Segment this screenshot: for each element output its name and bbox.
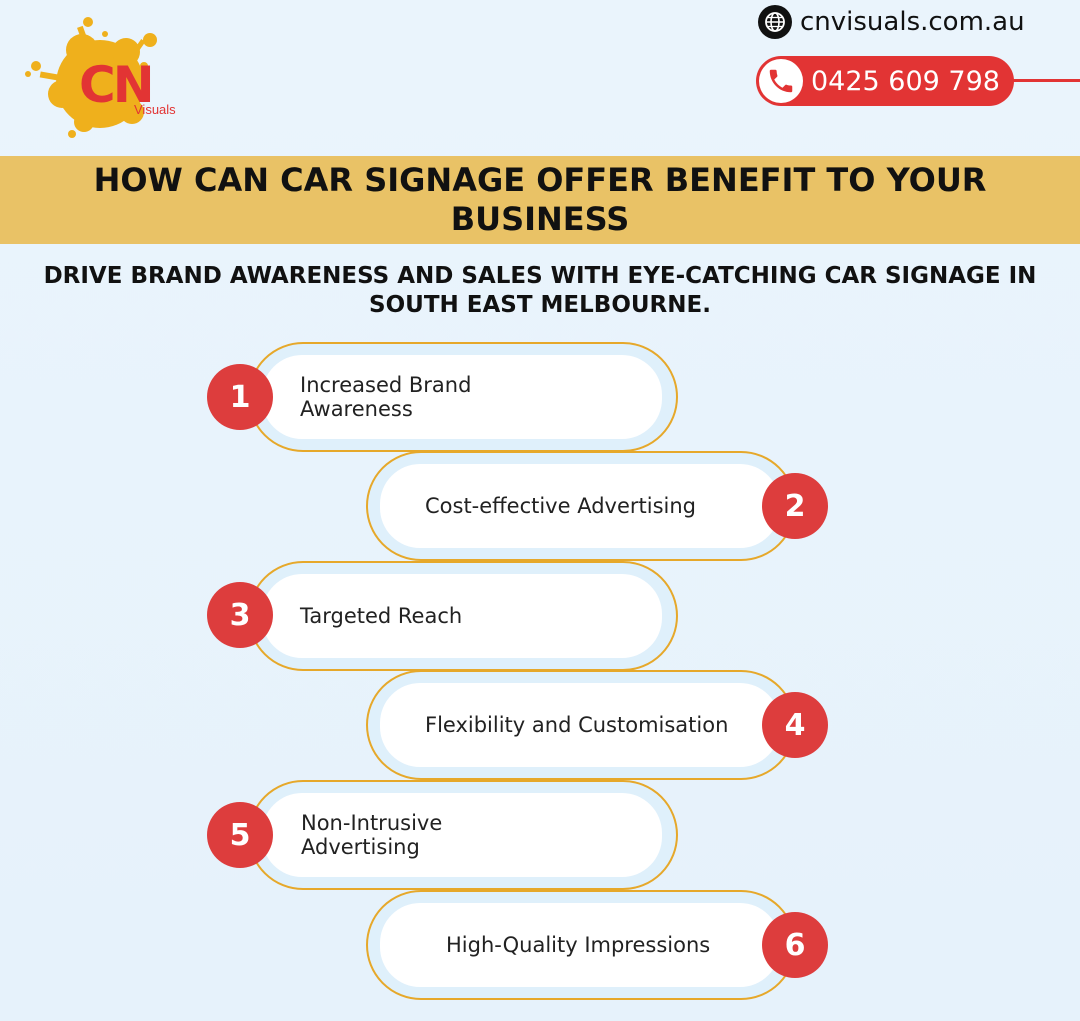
brand-logo: CN Visuals (22, 12, 192, 142)
step-label-1: Increased Brand Awareness (300, 373, 472, 421)
step-label-3: Targeted Reach (300, 604, 463, 628)
step-number-1: 1 (207, 364, 273, 430)
step-number-6: 6 (762, 912, 828, 978)
title-banner: HOW CAN CAR SIGNAGE OFFER BENEFIT TO YOU… (0, 156, 1080, 244)
logo-subtext: Visuals (134, 102, 176, 117)
step-label-4: Flexibility and Customisation (425, 713, 729, 737)
step-card-2: Cost-effective Advertising (380, 464, 780, 548)
phone-divider-line (1005, 79, 1080, 82)
globe-icon (758, 5, 792, 39)
phone-button[interactable]: 0425 609 798 (756, 56, 1014, 106)
step-number-2: 2 (762, 473, 828, 539)
step-card-5: Non-Intrusive Advertising (262, 793, 662, 877)
website-link[interactable]: cnvisuals.com.au (758, 4, 1025, 40)
step-number-5: 5 (207, 802, 273, 868)
paint-splash-icon (25, 17, 157, 138)
website-text: cnvisuals.com.au (800, 7, 1025, 37)
logo-letters: CN (79, 56, 155, 114)
step-card-4: Flexibility and Customisation (380, 683, 780, 767)
step-card-3: Targeted Reach (262, 574, 662, 658)
step-card-1: Increased Brand Awareness (262, 355, 662, 439)
phone-icon (759, 59, 803, 103)
page-subtitle: DRIVE BRAND AWARENESS AND SALES WITH EYE… (43, 263, 1037, 318)
step-label-5: Non-Intrusive Advertising (301, 811, 443, 859)
step-number-4: 4 (762, 692, 828, 758)
step-label-2: Cost-effective Advertising (425, 494, 697, 518)
step-card-6: High-Quality Impressions (380, 903, 780, 987)
step-label-6: High-Quality Impressions (446, 933, 711, 957)
step-number-3: 3 (207, 582, 273, 648)
phone-number: 0425 609 798 (811, 65, 1000, 97)
page-title: HOW CAN CAR SIGNAGE OFFER BENEFIT TO YOU… (93, 161, 987, 238)
